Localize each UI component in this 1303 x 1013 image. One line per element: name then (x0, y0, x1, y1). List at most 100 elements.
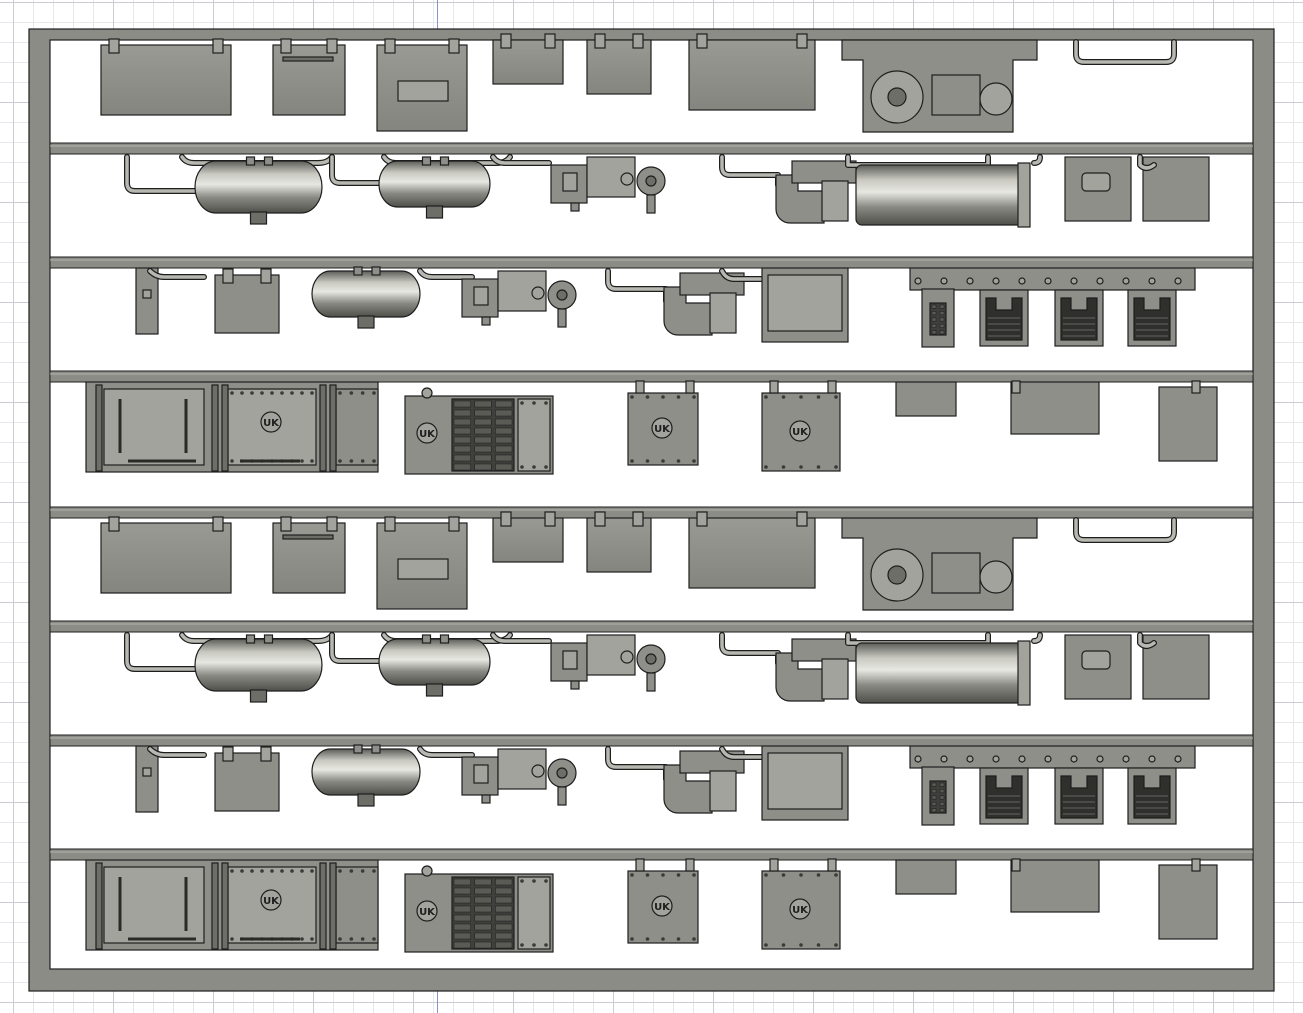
grille-cell (495, 878, 513, 886)
grille-cell (474, 932, 492, 940)
main-reservoir (855, 642, 1027, 704)
grille-cell (453, 887, 471, 895)
equipment-box (586, 517, 652, 573)
grille-cell (495, 454, 513, 462)
cooling-panel (767, 752, 843, 810)
grille-cell (495, 463, 513, 471)
emblem-text: UK (419, 429, 436, 440)
rivet (349, 459, 354, 463)
large-cover (1010, 381, 1100, 435)
equipment-box (100, 522, 232, 594)
rivet (544, 879, 548, 883)
box-detail (282, 534, 334, 540)
pump-hub (645, 653, 657, 665)
rivet (630, 459, 634, 463)
rack-bolt (992, 755, 1000, 763)
rack-bolt (966, 755, 974, 763)
pipe (1138, 155, 1156, 170)
rivet (645, 395, 650, 399)
rivet (630, 873, 634, 877)
attach-tab (108, 516, 120, 532)
grille-cell (453, 878, 471, 886)
attach-tab (594, 33, 606, 49)
rivet (692, 395, 696, 399)
rack-bolt (914, 755, 922, 763)
grille-cell (931, 808, 937, 813)
rivet (250, 391, 254, 395)
duct-flange (709, 292, 737, 334)
cabinet-side (335, 866, 379, 944)
grille-cell (931, 789, 937, 794)
rack-bolt (1070, 277, 1078, 285)
attach-tab (448, 516, 460, 532)
row-3-parts[interactable] (135, 266, 1196, 348)
attach-tab (685, 380, 695, 394)
cabinet-side (335, 388, 379, 466)
rack-bolt (1018, 755, 1026, 763)
rack-bolt (940, 755, 948, 763)
grille-cell (474, 409, 492, 417)
tank-drain (425, 205, 444, 219)
pipe (720, 155, 780, 187)
pipe (720, 747, 766, 759)
rivet (372, 937, 376, 941)
tank-strap (245, 634, 256, 644)
rivet (300, 869, 304, 873)
rivet (630, 395, 634, 399)
compressor-dome (979, 82, 1013, 116)
rack-bolt (1044, 755, 1052, 763)
bracket (135, 745, 159, 813)
grille-cell (939, 330, 945, 335)
air-tank (311, 748, 421, 796)
grille-cell (474, 905, 492, 913)
row-1-parts[interactable] (100, 33, 1177, 133)
tank-strap (371, 744, 381, 754)
end-cover (1158, 386, 1218, 462)
grille-cell (474, 878, 492, 886)
grille-cell (931, 317, 937, 322)
row-2-parts[interactable] (124, 154, 1210, 228)
rivet (310, 937, 314, 941)
pump-valve (562, 172, 578, 192)
pump-foot (570, 680, 580, 690)
attach-tab (108, 38, 120, 54)
row-6-parts[interactable] (124, 632, 1210, 706)
duct-elbow (663, 764, 713, 814)
rivet (834, 873, 838, 877)
rivet (816, 943, 821, 947)
pump-foot (481, 316, 491, 326)
large-cover (1010, 859, 1100, 913)
grille-cell (495, 941, 513, 949)
compressor-hub (887, 565, 907, 585)
attach-tab (544, 33, 556, 49)
pipe (1032, 155, 1042, 165)
attach-tab (696, 511, 708, 527)
grille-cell (495, 905, 513, 913)
attach-tab (632, 33, 644, 49)
rivet (240, 869, 244, 873)
rivet (300, 459, 304, 463)
sprue-rail (49, 142, 1254, 155)
grille-cell (939, 801, 945, 806)
cabinet-hinge (319, 384, 327, 472)
attach-tab (769, 858, 779, 872)
tank-drain (425, 683, 444, 697)
rivet (799, 395, 803, 399)
attach-tab (685, 858, 695, 872)
grille-cell (495, 445, 513, 453)
grille-cell (453, 400, 471, 408)
attach-tab (500, 511, 512, 527)
cabinet-hinge (221, 384, 229, 472)
air-tank (194, 160, 323, 214)
pipe (1074, 518, 1176, 542)
reservoir-end (1017, 640, 1031, 706)
row-5-parts[interactable] (100, 511, 1177, 611)
box-panel (397, 80, 449, 102)
attach-tab (827, 380, 837, 394)
row-7-parts[interactable] (135, 744, 1196, 826)
grille-cell (931, 311, 937, 316)
